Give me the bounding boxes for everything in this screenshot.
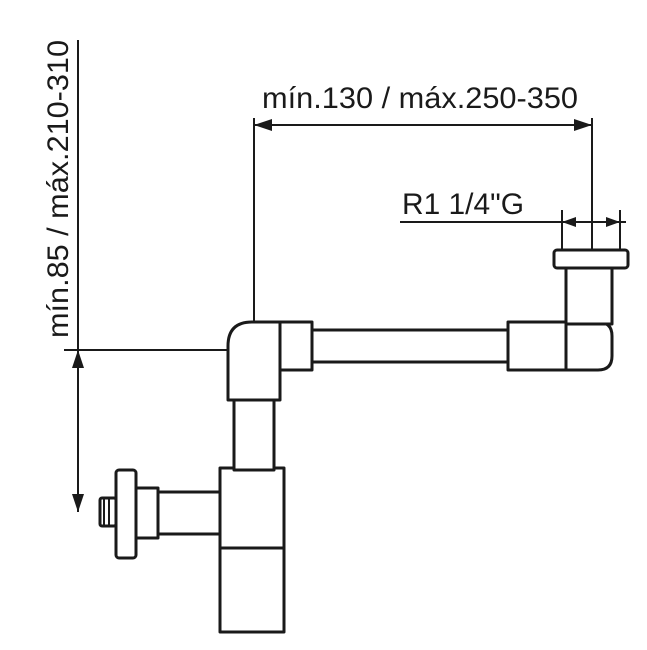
inlet-pipe bbox=[156, 490, 226, 536]
trap-body-lower bbox=[218, 546, 286, 634]
vertical-pipe bbox=[232, 396, 276, 472]
arrow-up-icon bbox=[72, 350, 84, 368]
arrow-right-icon bbox=[574, 119, 592, 131]
inlet-flange bbox=[114, 468, 138, 560]
trap-body-upper bbox=[218, 466, 286, 550]
arrow-down-icon bbox=[72, 494, 84, 512]
vertical-dimension bbox=[64, 40, 258, 512]
side-inlet bbox=[98, 468, 226, 560]
thread-label: R1 1/4"G bbox=[402, 188, 524, 221]
elbow-fitting bbox=[226, 320, 314, 402]
horizontal-dimension-label: mín.130 / máx.250-350 bbox=[262, 82, 578, 115]
outlet-flange bbox=[552, 248, 630, 270]
horizontal-dimension bbox=[253, 118, 593, 350]
thread-callout bbox=[400, 210, 626, 250]
inlet-nut bbox=[134, 486, 160, 540]
horizontal-pipe bbox=[310, 328, 510, 364]
trap-body bbox=[218, 466, 286, 634]
arrow-left-icon bbox=[254, 119, 272, 131]
vertical-dimension-label: mín.85 / máx.210-310 bbox=[42, 40, 75, 338]
outlet-elbow bbox=[506, 266, 614, 372]
outlet-riser bbox=[564, 266, 614, 326]
